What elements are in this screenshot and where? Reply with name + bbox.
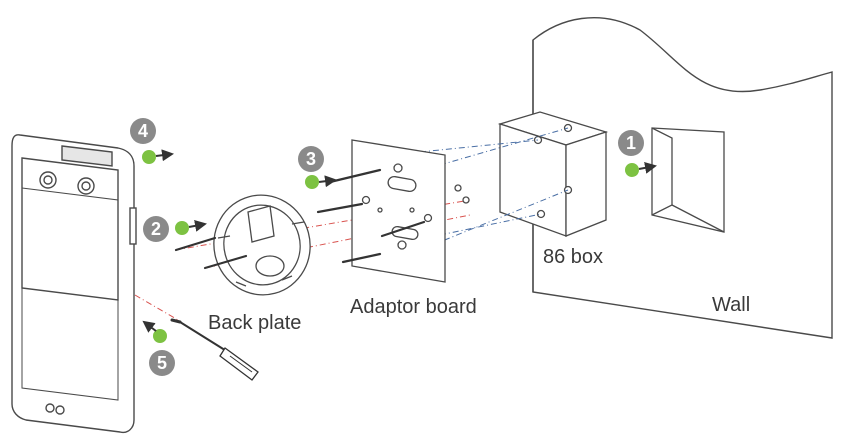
86-box bbox=[497, 111, 609, 237]
screwdriver-icon bbox=[170, 318, 259, 381]
step-badge-1: 1 bbox=[618, 130, 644, 156]
back-plate-screws bbox=[174, 236, 248, 270]
adaptor-board bbox=[351, 139, 470, 283]
step-badge-5: 5 bbox=[149, 350, 175, 376]
marker-5 bbox=[142, 320, 167, 343]
step-badge-2: 2 bbox=[143, 216, 169, 242]
step-badge-4: 4 bbox=[130, 118, 156, 144]
wall-cutout bbox=[651, 127, 725, 233]
box-label: 86 box bbox=[543, 246, 604, 268]
wall-label: Wall bbox=[712, 294, 751, 316]
step-badge-3: 3 bbox=[298, 146, 324, 172]
back-plate-label: Back plate bbox=[208, 312, 302, 334]
marker-3 bbox=[305, 175, 337, 189]
board-screws bbox=[316, 168, 426, 264]
marker-2 bbox=[175, 219, 207, 235]
adaptor-board-label: Adaptor board bbox=[350, 296, 477, 318]
terminal-device bbox=[11, 134, 137, 434]
marker-4 bbox=[142, 149, 174, 164]
back-plate bbox=[213, 194, 311, 296]
marker-1 bbox=[625, 161, 657, 177]
